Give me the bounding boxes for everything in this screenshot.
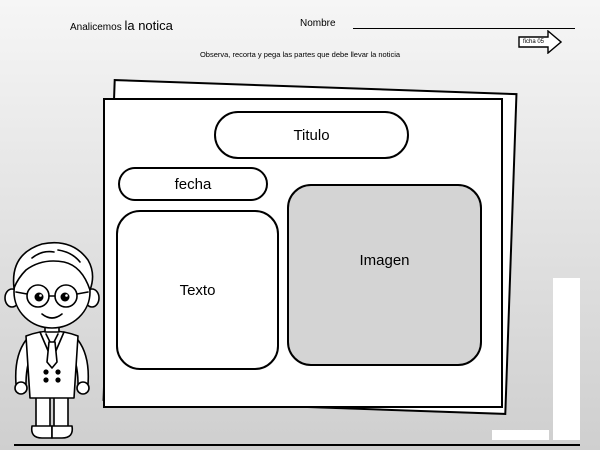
titulo-box: Titulo (214, 111, 409, 159)
name-label: Nombre (300, 18, 336, 29)
fecha-label: fecha (174, 175, 212, 193)
bottom-white-strip (492, 430, 549, 440)
imagen-label: Imagen (359, 251, 410, 269)
instructions: Observa, recorta y pega las partes que d… (199, 50, 401, 59)
worksheet-frame (14, 8, 580, 446)
titulo-label: Titulo (293, 126, 330, 144)
arrow-right-icon (518, 30, 562, 54)
right-white-strip (553, 278, 580, 440)
name-line (353, 28, 575, 29)
imagen-box: Imagen (287, 184, 482, 366)
boy-character-illustration (4, 241, 100, 439)
texto-box: Texto (116, 210, 279, 370)
worksheet-title: Analicemos la notica (70, 18, 173, 33)
ficha-label: ficha 05 (523, 39, 545, 45)
fecha-box: fecha (118, 167, 268, 201)
title-main: la notica (124, 18, 173, 33)
title-prefix: Analicemos (70, 22, 125, 33)
texto-label: Texto (179, 281, 216, 299)
